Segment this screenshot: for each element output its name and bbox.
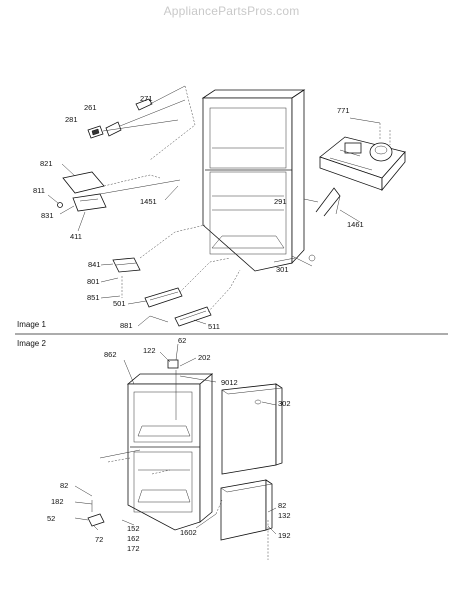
part-label-801: 801 [87,277,100,286]
part-label-182: 182 [51,497,64,506]
part-label-862: 862 [104,350,117,359]
control-panel-821 [57,171,107,212]
part-label-72: 72 [95,535,103,544]
part-label-9012: 9012 [221,378,238,387]
part-label-261: 261 [84,103,97,112]
part-label-1451: 1451 [140,197,157,206]
part-label-132: 132 [278,511,291,520]
freezer-door [220,479,273,541]
part-label-172: 172 [127,544,140,553]
part-label-1602: 1602 [180,528,197,537]
bracket-1461 [315,187,341,217]
compressor-assembly [319,123,406,192]
section-title-image1: Image 1 [17,320,46,329]
part-label-192: 192 [278,531,291,540]
part-label-152: 152 [127,524,140,533]
part-label-162: 162 [127,534,140,543]
part-label-62: 62 [178,336,186,345]
section-title-image2: Image 2 [17,339,46,348]
part-label-52: 52 [47,514,55,523]
cabinet-image2 [126,359,214,531]
cabinet-image1 [201,89,306,272]
part-label-301: 301 [276,265,289,274]
fresh-food-door-302 [221,383,283,475]
part-label-771: 771 [337,106,350,115]
part-label-302: 302 [278,399,291,408]
top-parts-image1 [87,98,153,139]
part-label-841: 841 [88,260,101,269]
part-label-291: 291 [274,197,287,206]
leader-lines-image1 [47,85,381,327]
hinge-parts-image2 [87,449,171,527]
part-label-202: 202 [198,353,211,362]
part-label-1461: 1461 [347,220,364,229]
part-label-411: 411 [70,232,82,241]
part-label-271: 271 [140,94,153,103]
leader-lines-image2 [74,343,277,560]
shelf-bracket-841 [112,257,141,298]
part-label-511: 511 [208,322,220,331]
part-label-122: 122 [143,346,156,355]
drawer-parts-501-511 [144,287,212,327]
part-label-881: 881 [120,321,133,330]
part-label-82-left: 82 [60,481,68,490]
watermark-text: AppliancePartsPros.com [163,4,300,18]
part-label-821: 821 [40,159,53,168]
part-label-851: 851 [87,293,100,302]
part-label-281: 281 [65,115,78,124]
part-label-82-right: 82 [278,501,286,510]
part-label-811: 811 [33,186,45,195]
part-label-831: 831 [41,211,54,220]
part-label-501: 501 [113,299,126,308]
